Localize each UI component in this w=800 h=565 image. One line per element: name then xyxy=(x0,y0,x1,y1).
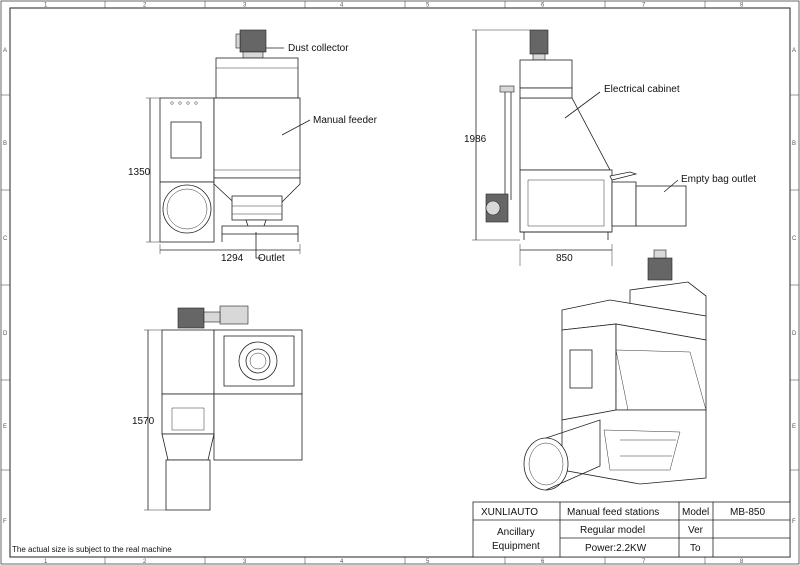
feed-tray xyxy=(609,171,638,181)
base-frame xyxy=(221,225,299,235)
iso-motor xyxy=(647,249,673,281)
manual-feeder-body xyxy=(213,97,301,179)
product-name: Manual feed stations xyxy=(567,507,659,518)
row-a-right: A xyxy=(792,48,796,54)
col-2-bottom: 2 xyxy=(143,559,147,565)
screen-frame xyxy=(231,195,283,221)
electrical-cabinet-leader xyxy=(564,91,601,119)
dust-collector-label: Dust collector xyxy=(288,43,349,54)
row-b: B xyxy=(3,141,7,147)
cabinet-window xyxy=(170,121,202,159)
inner-border xyxy=(9,7,791,558)
empty-bag-outlet-label: Empty bag outlet xyxy=(681,174,756,185)
variant-name: Regular model xyxy=(580,525,645,536)
col-1-bottom: 1 xyxy=(44,559,48,565)
col-8-bottom: 8 xyxy=(740,559,744,565)
side-lower-frame xyxy=(519,169,613,233)
manual-feeder-label: Manual feeder xyxy=(313,115,378,126)
electrical-cabinet-label: Electrical cabinet xyxy=(604,84,680,95)
model-label: Model xyxy=(682,507,709,518)
col-2: 2 xyxy=(143,3,147,9)
isometric-view xyxy=(523,249,707,491)
dust-collector-motor xyxy=(235,29,267,59)
power-rating: Power:2.2KW xyxy=(585,543,647,554)
col-4-bottom: 4 xyxy=(340,559,344,565)
side-dust-collector xyxy=(519,59,573,89)
row-a: A xyxy=(3,48,7,54)
col-7-bottom: 7 xyxy=(642,559,646,565)
title-block: XUNLIAUTO Ancillary Equipment Manual fee… xyxy=(472,501,791,558)
side-motor xyxy=(529,29,549,61)
col-3: 3 xyxy=(243,3,247,9)
outlet-leader xyxy=(255,232,262,259)
row-e-right: E xyxy=(792,424,796,430)
empty-bag-outlet-leader xyxy=(663,179,679,193)
row-markers: A B C D E F A B C D E F xyxy=(1,48,799,525)
ver-label: Ver xyxy=(688,525,704,536)
width-dim: 1294 xyxy=(221,253,244,264)
height-dim: 1350 xyxy=(128,167,151,178)
row-f-right: F xyxy=(792,519,796,525)
col-7: 7 xyxy=(642,3,646,9)
dust-collector-housing xyxy=(215,57,299,99)
col-5: 5 xyxy=(426,3,430,9)
electrical-box xyxy=(159,97,215,183)
to-label: To xyxy=(690,543,701,554)
iso-bag-outlet xyxy=(523,437,569,491)
row-b-right: B xyxy=(792,141,796,147)
row-c-right: C xyxy=(792,236,797,242)
category-line2: Equipment xyxy=(492,541,540,552)
category-line1: Ancillary xyxy=(497,527,535,538)
col-6: 6 xyxy=(541,3,545,9)
col-6-bottom: 6 xyxy=(541,559,545,565)
side-view: Electrical cabinet Empty bag outlet 1986… xyxy=(464,29,756,266)
row-e: E xyxy=(3,424,7,430)
col-4: 4 xyxy=(340,3,344,9)
top-electrical-box xyxy=(161,329,215,395)
side-height-dim: 1986 xyxy=(464,134,487,145)
col-3-bottom: 3 xyxy=(243,559,247,565)
col-5-bottom: 5 xyxy=(426,559,430,565)
side-width-dim: 850 xyxy=(556,253,573,264)
row-c: C xyxy=(3,236,8,242)
top-bag-chute xyxy=(165,459,211,511)
disclaimer-note: The actual size is subject to the real m… xyxy=(12,545,172,554)
filter-cylinder xyxy=(162,184,212,234)
column-markers: 1 2 3 4 5 6 7 8 1 2 3 4 5 6 7 8 xyxy=(44,1,744,565)
top-motors xyxy=(177,305,249,329)
outlet-label: Outlet xyxy=(258,253,285,264)
front-view: Dust collector Manual feeder Outlet 1350… xyxy=(128,29,378,264)
empty-bag-outlet xyxy=(635,185,687,227)
row-f: F xyxy=(3,519,7,525)
top-view: 1570 xyxy=(132,305,303,511)
row-d: D xyxy=(3,331,8,337)
top-height-dim: 1570 xyxy=(132,416,155,427)
col-8: 8 xyxy=(740,3,744,9)
col-1: 1 xyxy=(44,3,48,9)
model-value: MB-850 xyxy=(730,507,765,518)
row-d-right: D xyxy=(792,331,797,337)
electrical-cabinet xyxy=(519,97,611,171)
manual-feeder-leader xyxy=(281,119,311,136)
company-name: XUNLIAUTO xyxy=(481,507,538,518)
